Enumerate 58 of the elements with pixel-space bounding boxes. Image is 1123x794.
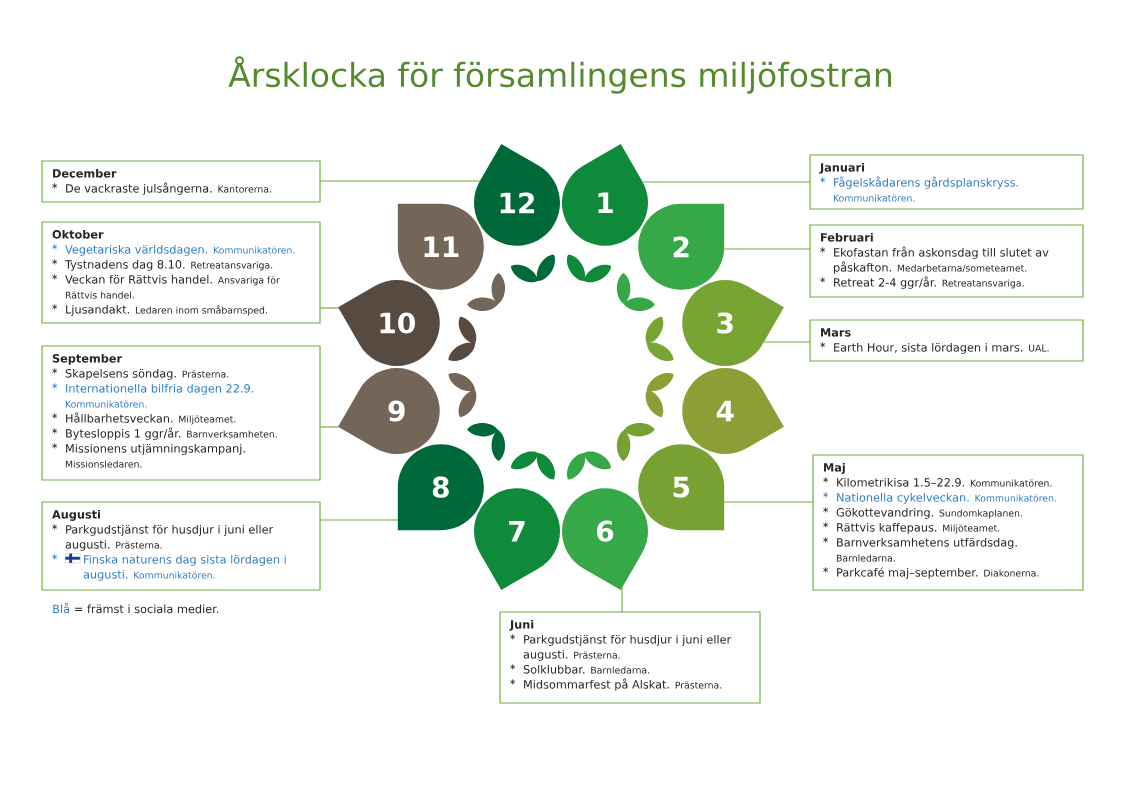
list-item: Parkcafé maj–september. Diakonerna.	[837, 567, 1039, 579]
connector-line	[319, 180, 481, 182]
list-item: Barnverksamhetens utfärdsdag. Barnledarna.	[836, 537, 1017, 562]
connector-line	[319, 519, 399, 521]
month-box	[809, 319, 1084, 362]
month-box	[809, 224, 1084, 298]
month-heading: Augusti	[52, 509, 100, 521]
list-item: Fågelskådarens gårdsplanskryss. Kommunikatören.	[833, 176, 1018, 202]
month-box	[812, 454, 1084, 591]
list-item: Vegetariska världsdagen. Kommunikatören.	[65, 244, 295, 256]
node-label: Ansvariga för	[217, 276, 280, 286]
month-heading: Mars	[821, 328, 851, 337]
list-item: Internationella bilfria dagen 22.9. Kommunikatören.	[65, 383, 254, 408]
list-item: Parkgudstjänst för husdjur i juni eller augusti. Prästerna.	[523, 634, 732, 661]
list-item: Tystnadens dag 8.10. Retreatansvariga.	[65, 259, 273, 271]
list-item: Veckan för Rättvis handel. Ansvariga för Rättvis handel.	[65, 274, 280, 299]
list-item: Skapelsens söndag. Prästerna.	[65, 368, 229, 380]
list-item: Ekofastan från askonsdag till slutet av påskafton. Medarbetarna/someteamet.	[834, 246, 1049, 274]
connector-line	[621, 587, 623, 613]
month-heading: Juni	[509, 619, 534, 631]
list-item: Midsommarfest på Alskat. Prästerna.	[524, 678, 722, 691]
list-item: Rättvis kaffepaus. Miljöteamet.	[837, 522, 1000, 534]
list-item: Kilometrikisa 1.5–22.9. Kommunikatören.	[837, 477, 1052, 487]
connector-line	[319, 426, 340, 428]
list-item: Retreat 2-4 ggr/år. Retreatansvariga.	[834, 276, 1024, 289]
list-item: Finska naturens dag sista lördagen i augusti. Kommunikatören.	[83, 554, 286, 581]
list-item: Nationella cykelveckan. Kommunikatören.	[837, 492, 1056, 504]
list-item: Missionens utjämningskampanj. Missionsledaren.	[65, 443, 245, 468]
connector-line	[763, 341, 811, 343]
connector-line	[642, 181, 811, 183]
month-box	[499, 611, 761, 704]
list-item: Solklubbar. Barnledarna.	[523, 664, 650, 674]
month-box	[41, 221, 321, 324]
node-label: Veckan för Rättvis handel.	[65, 274, 212, 284]
month-heading: Januari	[819, 162, 865, 174]
list-item: Gökottevandring. Sundomkaplanen.	[836, 507, 1022, 519]
month-box	[41, 345, 321, 481]
list-item: Ljusandakt. Ledaren inom småbarnsped.	[66, 304, 267, 316]
list-item: Parkgudstjänst för husdjur i juni eller augusti. Prästerna.	[65, 524, 274, 551]
list-item: Hållbarhetsveckan. Miljöteamet.	[66, 412, 236, 425]
month-box	[809, 154, 1084, 210]
month-heading: September	[52, 353, 122, 365]
list-item: De vackraste julsångerna. Kantorerna.	[66, 182, 271, 195]
title: Årsklocka för församlingens miljöfostran	[228, 56, 892, 94]
legend-key: Blå	[53, 603, 69, 614]
connector-line	[319, 307, 340, 309]
node-label: Rättvis handel.	[65, 291, 134, 299]
list-item: Earth Hour, sista lördagen i mars. UAL.	[834, 342, 1049, 354]
month-heading: Oktober	[52, 229, 104, 239]
legend-text: = främst i sociala medier.	[75, 604, 219, 614]
list-item: Bytesloppis 1 ggr/år. Barnverksamheten.	[66, 427, 277, 440]
month-heading: December	[53, 168, 117, 178]
month-box	[41, 160, 321, 203]
month-heading: Maj	[824, 462, 845, 474]
month-heading: Februari	[821, 232, 873, 242]
connector-line	[723, 248, 811, 250]
month-box	[41, 501, 321, 591]
connector-line	[723, 501, 814, 503]
